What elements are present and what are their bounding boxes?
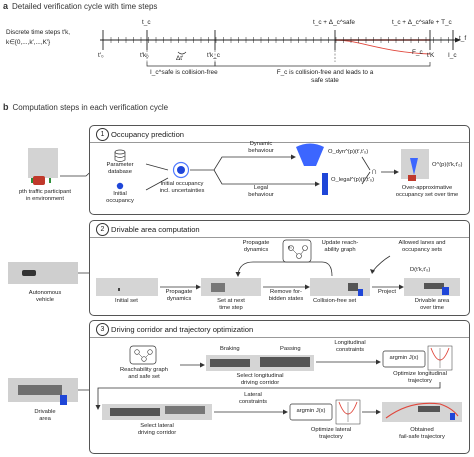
o-dyn-formula: O_dyn^(p)(t′,t′₀) [328, 149, 369, 155]
vehicle-road-image [8, 262, 78, 284]
tick-tf: t_f [459, 35, 467, 42]
box1-number: 1 [96, 128, 109, 141]
argmin-bottom-box [289, 403, 333, 421]
tick-tk-bottom: t′k_c [207, 52, 220, 59]
reach-graph-icon [129, 345, 157, 365]
safe-caption: I_c^safe is collision-free [150, 69, 218, 76]
discrete-label: Discrete time steps t′k, [6, 29, 71, 36]
o-out-formula: O^(p)(t′k,t′₀) [432, 162, 463, 168]
da-formula: D(t′k,t′₀) [410, 267, 431, 273]
box3-title: Driving corridor and trajectory optimiza… [111, 325, 254, 334]
graph-root-label: g₀ [288, 244, 292, 249]
remove-states-label: Remove for-bidden states [268, 289, 304, 302]
fc-label: F_c [412, 49, 423, 56]
legal-occupancy-rect [322, 173, 328, 195]
box3-header: 3 Driving corridor and trajectory optimi… [90, 321, 469, 338]
ic-label: I_c [448, 52, 457, 59]
initial-set-label: Initial set [115, 298, 138, 304]
argmin-top-box [382, 350, 426, 368]
fc-bracket [214, 62, 431, 67]
participant-road-image [28, 148, 58, 178]
box2-number: 2 [96, 223, 109, 236]
tick-tc-bottom: t′k₀ [140, 52, 149, 59]
collision-free-label: Collision-free set [313, 298, 357, 304]
update-graph-label: Update reach-ability graph [321, 240, 359, 253]
dynamic-occupancy-cone [296, 143, 324, 166]
box2-header: 2 Drivable area computation [90, 221, 469, 238]
o-legal-formula: O_legal^(p)(t′,t′₀) [331, 177, 375, 183]
box-trajectory-optimization: 3 Driving corridor and trajectory optimi… [89, 320, 470, 454]
box1-header: 1 Occupancy prediction [90, 126, 469, 143]
braking-label: Braking [220, 346, 240, 352]
collision-free-road [310, 278, 370, 296]
tick-tK: t′K [427, 52, 435, 59]
tick-t0: t′₀ [98, 52, 104, 59]
box1-title: Occupancy prediction [111, 130, 185, 139]
intersect-symbol: ∩ [371, 166, 378, 176]
drivable-car-icon [60, 395, 67, 405]
passing-label: Passing [280, 346, 301, 352]
project-label: Project [378, 289, 397, 295]
initial-occupancy-dot [116, 182, 124, 190]
box3-number: 3 [96, 323, 109, 336]
autonomous-car-icon [22, 270, 36, 276]
box2-title: Drivable area computation [111, 225, 200, 234]
uncertainty-circle [172, 161, 190, 179]
minor-ticks [110, 37, 449, 43]
participant-car-icon [33, 176, 45, 185]
participant-wheels-icon [31, 178, 51, 183]
box-drivable-area: 2 Drivable area computation [89, 220, 470, 316]
drivable-shape [18, 385, 62, 395]
k-set: k∈{0,...,k′,...,K′} [6, 39, 51, 46]
argmin-top-label: argmin J(x) [389, 355, 419, 361]
delta-t-label: Δt′ [176, 55, 184, 62]
argmin-bottom-label: argmin J(x) [296, 408, 326, 414]
database-icon [114, 149, 126, 162]
tick-tc-delta-T: t_c + Δ_c^safe + T_c [392, 19, 452, 26]
tick-tc-delta: t_c + Δ_c^safe [313, 19, 355, 26]
initial-set-road [96, 278, 158, 296]
tick-tc-top: t_c [142, 19, 151, 26]
